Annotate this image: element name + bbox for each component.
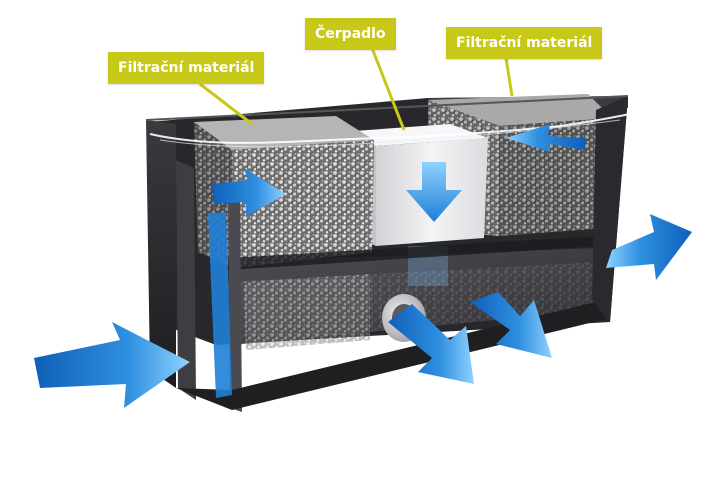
water-line (149, 113, 631, 144)
callout-pointer-pump (370, 47, 406, 131)
middle-divider (228, 236, 600, 270)
filter-material-label-right: Filtrační materiál (446, 27, 603, 59)
lower-sponge-left (244, 274, 370, 350)
arrow-icon (208, 212, 232, 398)
arrow-icon (606, 214, 692, 280)
tank-front-frame (145, 95, 629, 410)
arrow-icon (34, 322, 190, 408)
pump-label: Čerpadlo (305, 18, 396, 50)
water-line-highlight (159, 119, 621, 148)
filter-material-label-left: Filtrační materiál (108, 52, 265, 84)
callout-pointer-right (504, 57, 514, 97)
arrow-icon (470, 292, 552, 358)
callout-pointer-left (199, 82, 253, 126)
arrow-icon (212, 168, 286, 216)
arrow-icon (506, 124, 586, 152)
arrow-icon (388, 304, 474, 384)
left-partition (176, 160, 242, 412)
arrow-icon (406, 162, 462, 222)
